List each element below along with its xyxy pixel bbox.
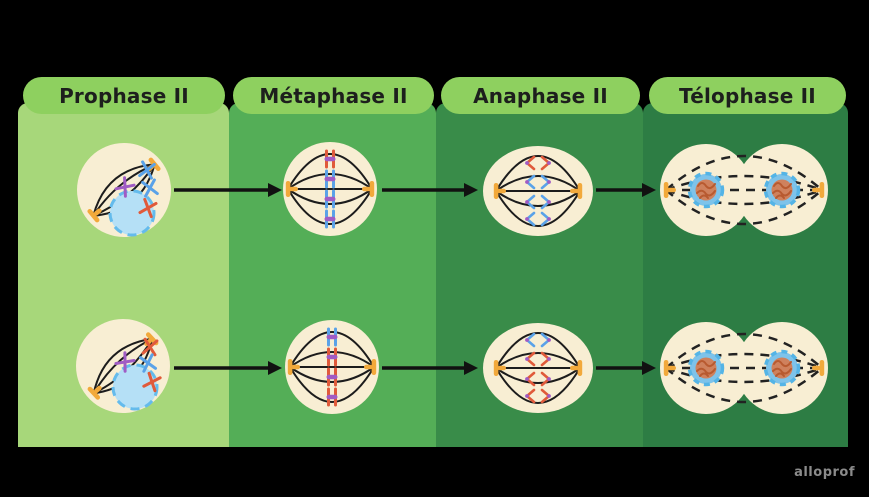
cell-anaphase-bottom — [483, 323, 593, 413]
alloprof-logo: alloprof — [794, 465, 855, 480]
phase-label-metaphase2: Métaphase II — [233, 77, 434, 114]
arrow-prophase-to-metaphase-top — [174, 183, 282, 197]
phase-label-anaphase2: Anaphase II — [441, 77, 640, 114]
arrow-anaphase-to-telophase-bottom — [596, 361, 656, 375]
cell-telophase-top — [660, 144, 828, 236]
arrow-prophase-to-metaphase-bottom — [174, 361, 282, 375]
cell-prophase-bottom — [76, 319, 170, 413]
nucleus — [108, 189, 156, 237]
arrow-anaphase-to-telophase-top — [596, 183, 656, 197]
cell-telophase-bottom — [660, 322, 828, 414]
cell-anaphase-top — [483, 146, 593, 236]
arrow-metaphase-to-anaphase-top — [382, 183, 478, 197]
arrow-metaphase-to-anaphase-bottom — [382, 361, 478, 375]
cell-metaphase-bottom — [285, 320, 379, 414]
phase-label-prophase2: Prophase II — [23, 77, 225, 114]
cell-prophase-top — [77, 143, 171, 237]
phase-label-telophase2: Télophase II — [649, 77, 846, 114]
cell-metaphase-top — [283, 142, 377, 236]
nucleus — [111, 363, 159, 411]
